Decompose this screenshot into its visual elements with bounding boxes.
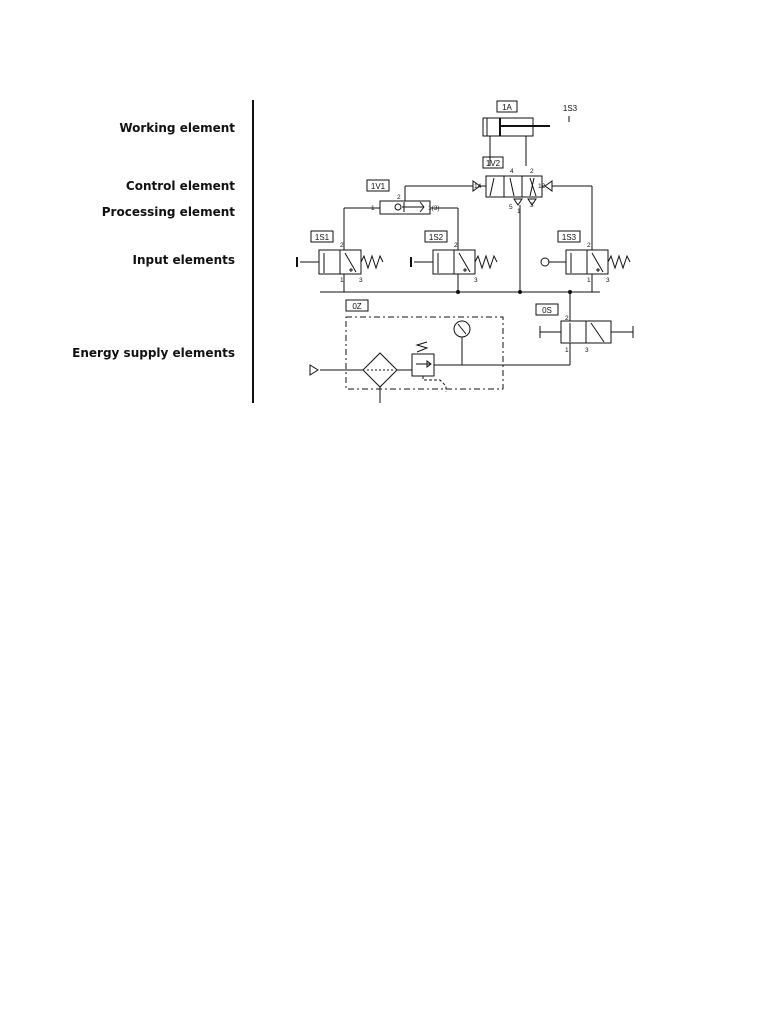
port-1v1-1: 1	[371, 205, 375, 212]
cylinder-switch-1s3-label: 1S3	[563, 104, 578, 113]
processing-valve-1v1-label: 1V1	[371, 182, 386, 191]
port-1s1-1: 1	[340, 277, 344, 284]
port-1v2-14: 14	[474, 183, 482, 190]
label-control-element: Control element	[125, 179, 235, 193]
level-divider-line	[252, 100, 254, 403]
port-1s2-3: 3	[474, 277, 478, 284]
port-0s-2: 2	[565, 315, 569, 322]
port-0s-1: 1	[565, 347, 569, 354]
input-valve-1s2	[410, 230, 498, 292]
label-energy-supply-elements: Energy supply elements	[72, 346, 235, 360]
port-1v2-5: 5	[509, 204, 513, 211]
port-1s1-2: 2	[340, 242, 344, 249]
port-1v1-1-3: 1(3)	[428, 205, 440, 212]
port-1v2-12: 12	[538, 183, 546, 190]
port-1s3-1: 1	[587, 277, 591, 284]
label-processing-element: Processing element	[101, 205, 235, 219]
input-valve-1s3-label: 1S3	[562, 233, 577, 242]
port-0s-3: 3	[585, 347, 589, 354]
port-1s3-2: 2	[587, 242, 591, 249]
control-valve-1v2-label: 1V2	[486, 159, 501, 168]
control-valve-1v2	[472, 156, 553, 206]
port-1v2-4: 4	[510, 168, 514, 175]
label-input-elements: Input elements	[132, 253, 235, 267]
supply-valve-0s-label: 0S	[542, 306, 552, 315]
port-1v2-2: 2	[530, 168, 534, 175]
input-valve-1s1	[296, 230, 384, 292]
service-unit-0z-label: 0Z	[352, 302, 361, 311]
signal-lines	[343, 185, 593, 294]
port-1s2-2: 2	[454, 242, 458, 249]
input-valve-1s3	[540, 230, 631, 292]
port-1v1-2: 2	[397, 194, 401, 201]
label-working-element: Working element	[119, 121, 235, 135]
cylinder-1a	[482, 100, 570, 166]
port-1s1-3: 3	[359, 277, 363, 284]
port-1v2-3: 3	[530, 202, 534, 209]
input-valve-1s2-label: 1S2	[429, 233, 444, 242]
input-valve-1s1-label: 1S1	[315, 233, 330, 242]
cylinder-1a-label: 1A	[502, 103, 512, 112]
supply-valve-0s	[535, 292, 634, 365]
port-1v2-1: 1	[517, 208, 521, 215]
junction-dots	[456, 290, 572, 294]
port-numbers: 4 2 14 12 5 1 3 2 1 1(3) 2 1 3 2 3 2 1 3…	[340, 168, 610, 354]
port-1s3-3: 3	[606, 277, 610, 284]
service-unit-0z	[309, 299, 570, 403]
